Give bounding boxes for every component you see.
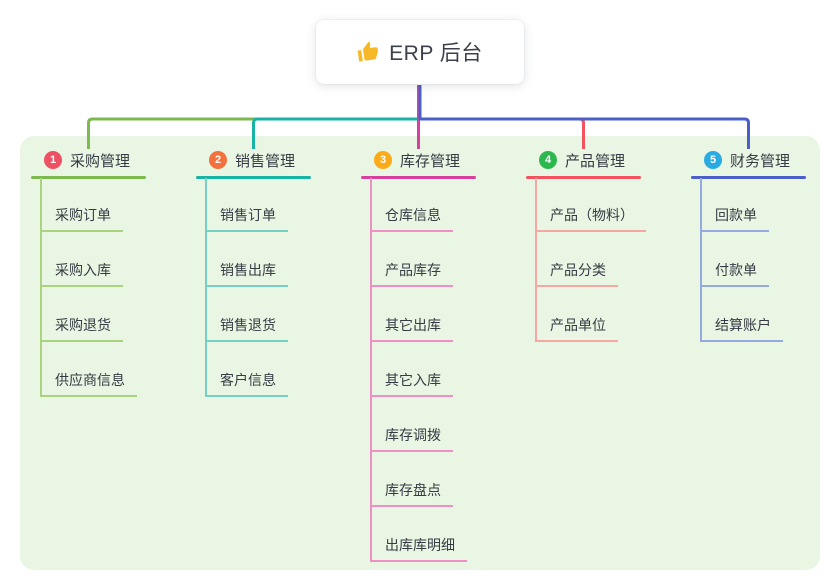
child-node-付款单[interactable]: 付款单 <box>700 261 769 287</box>
branch-children-connector <box>370 178 372 562</box>
child-node-供应商信息[interactable]: 供应商信息 <box>40 371 137 397</box>
child-node-出库库明细[interactable]: 出库库明细 <box>370 536 467 562</box>
branch-column-采购管理: 1 采购管理采购订单采购入库采购退货供应商信息 <box>31 0 191 588</box>
child-node-其它入库[interactable]: 其它入库 <box>370 371 453 397</box>
branch-number-badge: 2 <box>209 151 227 169</box>
root-node-label: ERP 后台 <box>389 42 483 65</box>
branch-node-采购管理[interactable]: 1 采购管理 <box>44 150 130 170</box>
branch-children-connector <box>40 178 42 397</box>
branch-column-产品管理: 4 产品管理产品（物料） 产品分类产品单位 <box>526 0 686 588</box>
branch-underline <box>526 176 641 179</box>
branch-label: 销售管理 <box>235 152 296 170</box>
branch-number-badge: 3 <box>374 151 392 169</box>
child-node-回款单[interactable]: 回款单 <box>700 206 769 232</box>
child-node-仓库信息[interactable]: 仓库信息 <box>370 206 453 232</box>
child-node-库存调拨[interactable]: 库存调拨 <box>370 426 453 452</box>
branch-number-badge: 4 <box>539 151 557 169</box>
child-node-库存盘点[interactable]: 库存盘点 <box>370 481 453 507</box>
child-node-采购订单[interactable]: 采购订单 <box>40 206 123 232</box>
branch-node-产品管理[interactable]: 4 产品管理 <box>539 150 625 170</box>
branch-underline <box>31 176 146 179</box>
branch-column-库存管理: 3 库存管理仓库信息产品库存其它出库其它入库库存调拨库存盘点出库库明细 <box>361 0 521 588</box>
child-node-产品单位[interactable]: 产品单位 <box>535 316 618 342</box>
child-node-其它出库[interactable]: 其它出库 <box>370 316 453 342</box>
branch-children-connector <box>535 178 537 342</box>
child-node-销售退货[interactable]: 销售退货 <box>205 316 288 342</box>
branch-node-销售管理[interactable]: 2 销售管理 <box>209 150 295 170</box>
child-node-销售订单[interactable]: 销售订单 <box>205 206 288 232</box>
branch-label: 产品管理 <box>565 152 626 170</box>
child-node-销售出库[interactable]: 销售出库 <box>205 261 288 287</box>
branch-label: 采购管理 <box>70 152 131 170</box>
child-node-采购入库[interactable]: 采购入库 <box>40 261 123 287</box>
branch-node-库存管理[interactable]: 3 库存管理 <box>374 150 460 170</box>
branch-underline <box>691 176 806 179</box>
thumbs-up-icon <box>357 41 379 62</box>
child-node-客户信息[interactable]: 客户信息 <box>205 371 288 397</box>
branch-label: 财务管理 <box>730 152 791 170</box>
child-node-产品库存[interactable]: 产品库存 <box>370 261 453 287</box>
child-node-结算账户[interactable]: 结算账户 <box>700 316 783 342</box>
branch-node-财务管理[interactable]: 5 财务管理 <box>704 150 790 170</box>
child-node-采购退货[interactable]: 采购退货 <box>40 316 123 342</box>
branch-children-connector <box>205 178 207 397</box>
branch-children-connector <box>700 178 702 342</box>
branch-underline <box>361 176 476 179</box>
child-node-产品（物料）[interactable]: 产品（物料） <box>535 206 646 232</box>
branch-label: 库存管理 <box>400 152 461 170</box>
branch-number-badge: 1 <box>44 151 62 169</box>
branch-number-badge: 5 <box>704 151 722 169</box>
root-node-erp-backend[interactable]: ERP 后台 <box>316 20 524 84</box>
branch-column-销售管理: 2 销售管理销售订单销售出库销售退货客户信息 <box>196 0 356 588</box>
child-node-产品分类[interactable]: 产品分类 <box>535 261 618 287</box>
branch-underline <box>196 176 311 179</box>
branches-panel <box>20 136 820 570</box>
branch-column-财务管理: 5 财务管理回款单付款单结算账户 <box>691 0 839 588</box>
